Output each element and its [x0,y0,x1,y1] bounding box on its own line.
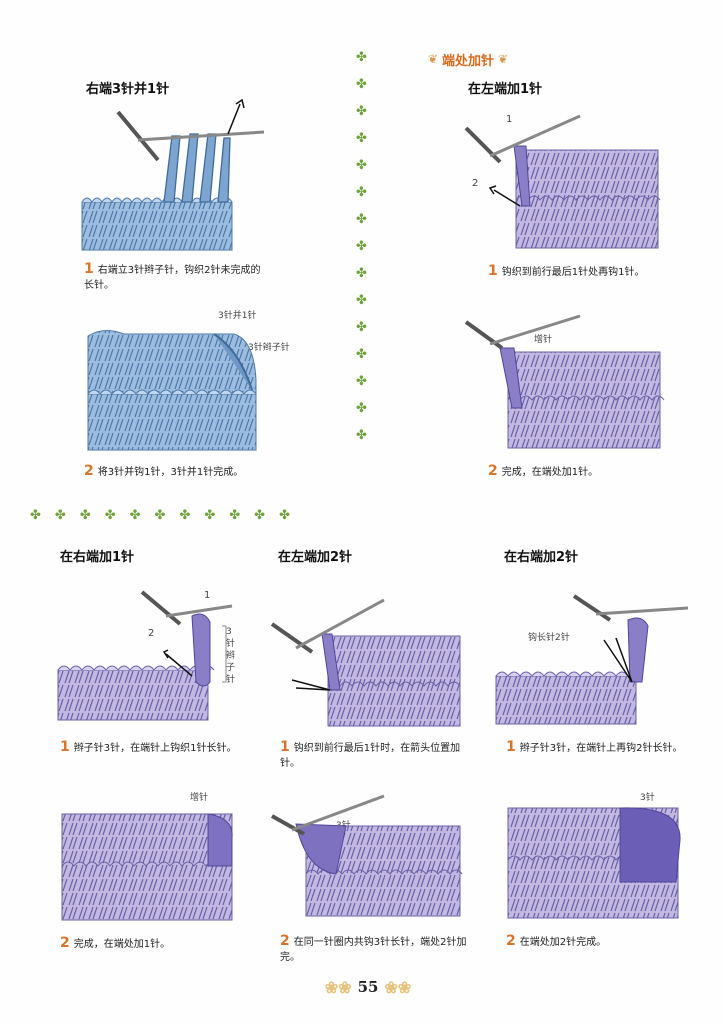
clover-icon: ✤ [356,401,367,416]
annotation-3-stitches: 3针 [640,793,655,803]
page-number: ❀❀ 55 ❀❀ [308,972,428,1002]
clover-icon: ✤ [356,239,367,254]
step-number: 2 [60,935,70,951]
clover-icon: ✤ [204,508,230,523]
marker-2: 2 [472,178,479,189]
annotation-2-double-crochet: 钩长针2针 [528,633,570,643]
clover-icon: ✤ [154,508,180,523]
step-text: 完成，在端处加1针。 [73,939,171,950]
clover-icon: ✤ [254,508,280,523]
annotation-increase: 增针 [534,335,553,345]
figure-bottom-middle-step2 [271,794,463,917]
heading-right-end-add-2: 在右端加2针 [504,550,579,565]
clover-icon: ✤ [356,212,367,227]
clover-icon: ✤ [356,50,367,65]
horizontal-divider: ✤✤✤ ✤✤✤ ✤✤✤ ✤✤ [30,508,304,523]
step-number: 1 [506,739,516,755]
clover-icon: ✤ [356,293,367,308]
step-text: 在端处加2针完成。 [519,937,607,948]
clover-icon: ✤ [356,428,367,443]
step-number: 1 [60,739,70,755]
figure-top-left-step1 [81,98,265,251]
step-text: 辫子针3针，在端针上再钩2针长针。 [519,743,683,754]
page-number-text: 55 [357,978,379,996]
section-title: ❦ 端处加针 ❦ [406,48,530,70]
figure-top-right-step2 [464,314,665,449]
flower-icon: ❀❀ [384,977,412,997]
step-text: 辫子针3针，在端针上钩织1针长针。 [73,743,237,754]
figure-top-right-step1 [464,114,661,249]
heading-right-end-add-1: 在右端加1针 [60,550,135,565]
figure-bottom-left-step2 [61,813,233,921]
clover-icon: ✤ [356,320,367,335]
figure-bottom-middle-step1 [270,598,461,727]
clover-icon: ✤ [356,131,367,146]
clover-icon: ✤ [356,77,367,92]
clover-icon: ✤ [356,347,367,362]
step-text: 钩织到前行最后1针处再钩1针。 [501,267,645,278]
step-number: 2 [506,933,516,949]
clover-icon: ✤ [179,508,205,523]
clover-icon: ✤ [279,508,304,523]
clover-icon: ✤ [30,508,55,523]
marker-1: 1 [506,114,513,125]
clover-icon: ✤ [356,185,367,200]
step-number: 2 [280,933,290,949]
annotation-increase: 增针 [190,793,209,803]
clover-icon: ✤ [104,508,130,523]
figure-bottom-right-step2 [507,807,681,919]
step-text: 在同一针圈内共钩3针长针，端处2针加完。 [280,937,467,963]
step-text: 将3针并钩1针，3针并1针完成。 [97,467,244,478]
step-number: 2 [488,463,498,479]
step-text: 钩织到前行最后1针时，在箭头位置加针。 [280,743,461,769]
marker-1: 1 [204,590,211,601]
step-number: 1 [280,739,290,755]
vertical-divider: ✤ ✤ ✤ ✤ ✤ ✤ ✤ ✤ ✤ ✤ ✤ ✤ ✤ ✤ ✤ [356,50,376,443]
step-text: 右端立3针辫子针，钩织2针未完成的长针。 [84,265,261,291]
clover-icon: ✤ [356,374,367,389]
annotation-3-chain: 3针辫子针 [248,343,290,353]
clover-icon: ✤ [54,508,80,523]
clover-icon: ✤ [356,104,367,119]
clover-icon: ✤ [356,266,367,281]
clover-icon: ✤ [79,508,105,523]
marker-2: 2 [148,628,155,639]
flower-icon: ❀❀ [324,977,352,997]
step-text: 完成，在端处加1针。 [501,467,599,478]
figure-bottom-right-step1 [495,594,689,725]
heading-left-end-add-1: 在左端加1针 [468,82,543,97]
heading-right-end-3-into-1: 右端3针并1针 [86,82,170,97]
annotation-3-into-1: 3针并1针 [218,311,257,321]
figure-bottom-left-step1 [57,590,233,721]
heading-left-end-add-2: 在左端加2针 [278,550,353,565]
section-title-text: 端处加针 [441,53,494,69]
clover-icon: ✤ [356,158,367,173]
annotation-3-chain: 3针辫子针 [226,627,236,685]
ornament-icon: ❦ [498,52,509,66]
step-number: 2 [84,463,94,479]
clover-icon: ✤ [229,508,255,523]
step-number: 1 [488,263,498,279]
clover-icon: ✤ [129,508,155,523]
step-number: 1 [84,261,94,277]
ornament-icon: ❦ [427,52,438,66]
figure-top-left-step2 [87,330,257,451]
